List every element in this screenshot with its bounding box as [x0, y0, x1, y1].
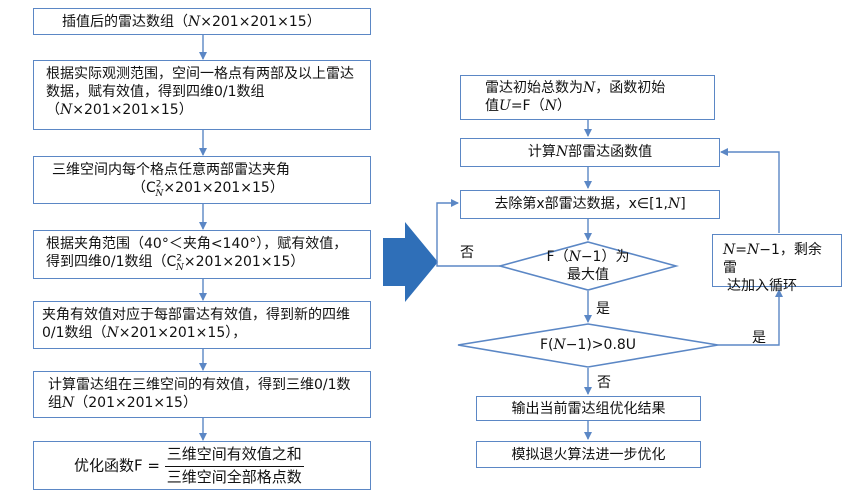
decision1-diamond [496, 241, 680, 291]
label-yes-1: 是 [596, 301, 610, 317]
loop-box: N=N−1，剩余雷 达加入循环 [712, 234, 842, 294]
step3-box: 三维空间内每个格点任意两部雷达夹角 （C2N×201×201×15） [33, 156, 371, 204]
combination-symbol: C2N [166, 253, 184, 273]
arrow-yes-to-loop [718, 289, 783, 346]
decision1-label: F（N−1）为 最大值 [546, 249, 630, 283]
step6-box: 计算雷达组在三维空间的有效值，得到三维0/1数组N（201×201×15） [33, 371, 371, 418]
arrow-loop-to-compute [720, 148, 780, 233]
compute-box: 计算N部雷达函数值 [460, 138, 720, 167]
step7-box: 优化函数F = 三维空间有效值之和 三维空间全部格点数 [33, 441, 371, 490]
label-no-1: 否 [460, 245, 474, 261]
step1-box: 插值后的雷达数组（N×201×201×15） [33, 8, 371, 35]
arrow-no-loop [436, 199, 500, 267]
transition-arrow [383, 222, 438, 302]
anneal-box: 模拟退火算法进一步优化 [476, 441, 701, 468]
remove-box: 去除第x部雷达数据，x∈[1,N] [460, 190, 720, 219]
decision2-label: F(N−1)>0.8U [539, 337, 637, 353]
step2-box: 根据实际观测范围，空间一格点有两部及以上雷达数据，赋有效值，得到四维0/1数组（… [33, 60, 371, 130]
step5-box: 夹角有效值对应于每部雷达有效值，得到新的四维0/1数组（N×201×201×15… [33, 301, 371, 349]
label-yes-2: 是 [752, 330, 766, 346]
step4-box: 根据夹角范围（40°＜夹角<140°），赋有效值，得到四维0/1数组（C2N×2… [33, 230, 371, 279]
decision2-diamond [457, 323, 719, 368]
output-box: 输出当前雷达组优化结果 [476, 396, 701, 421]
combination-symbol: C2N [146, 179, 164, 199]
optimization-fraction: 三维空间有效值之和 三维空间全部格点数 [164, 445, 304, 486]
label-no-2: 否 [597, 375, 611, 391]
init-box: 雷达初始总数为N，函数初始 值U=F（N） [460, 75, 715, 120]
